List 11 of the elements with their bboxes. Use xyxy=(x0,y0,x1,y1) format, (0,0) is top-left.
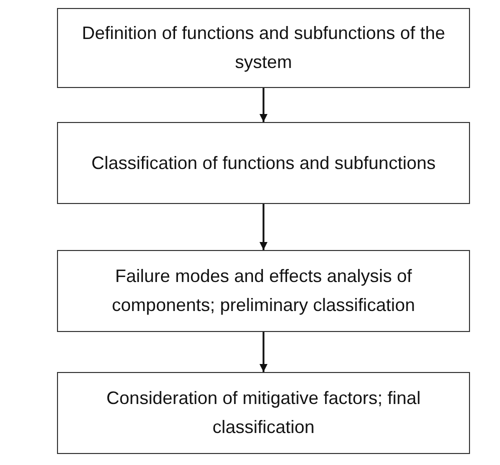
arrow xyxy=(260,332,268,372)
arrow xyxy=(260,204,268,250)
process-box xyxy=(57,8,470,88)
step-text: Consideration of mitigative factors; final classification xyxy=(105,387,422,439)
step-text: Definition of functions and subfunctions of the system xyxy=(80,22,446,74)
process-box xyxy=(57,122,470,204)
step-text: Classification of functions and subfunctions xyxy=(91,152,436,175)
arrow xyxy=(260,88,268,122)
process-box xyxy=(57,250,470,332)
process-box xyxy=(57,372,470,454)
step-text: Failure modes and effects analysis of components; preliminary classification xyxy=(110,265,416,317)
